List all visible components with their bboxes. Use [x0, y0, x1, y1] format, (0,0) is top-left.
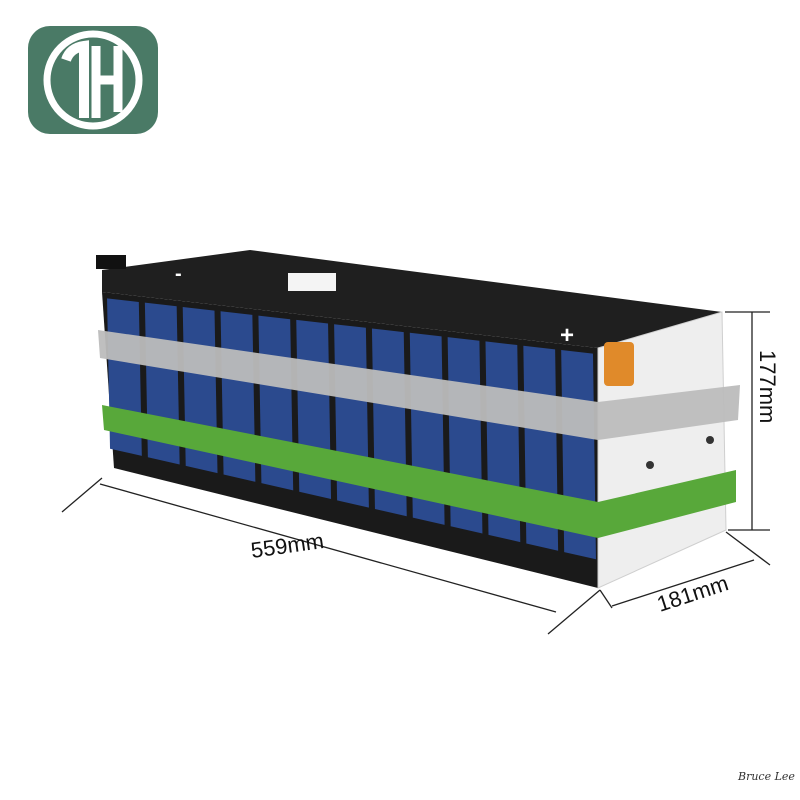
top-label	[288, 273, 336, 291]
brand-logo	[28, 26, 158, 134]
green-strap	[102, 405, 736, 538]
gray-strap	[98, 330, 740, 440]
negative-connector	[96, 255, 126, 269]
positive-terminal	[604, 342, 634, 386]
length-dimension-label: 559mm	[249, 528, 325, 563]
positive-mark: +	[560, 322, 574, 349]
width-dimension-label: 181mm	[654, 570, 731, 616]
mount-hole	[706, 436, 714, 444]
negative-mark: -	[175, 263, 182, 285]
dimension-lines	[61, 311, 771, 635]
battery-top-face	[102, 250, 722, 348]
mount-hole	[646, 461, 654, 469]
signature: Bruce Lee	[737, 770, 795, 783]
height-dimension-label: 177mm	[755, 350, 780, 423]
